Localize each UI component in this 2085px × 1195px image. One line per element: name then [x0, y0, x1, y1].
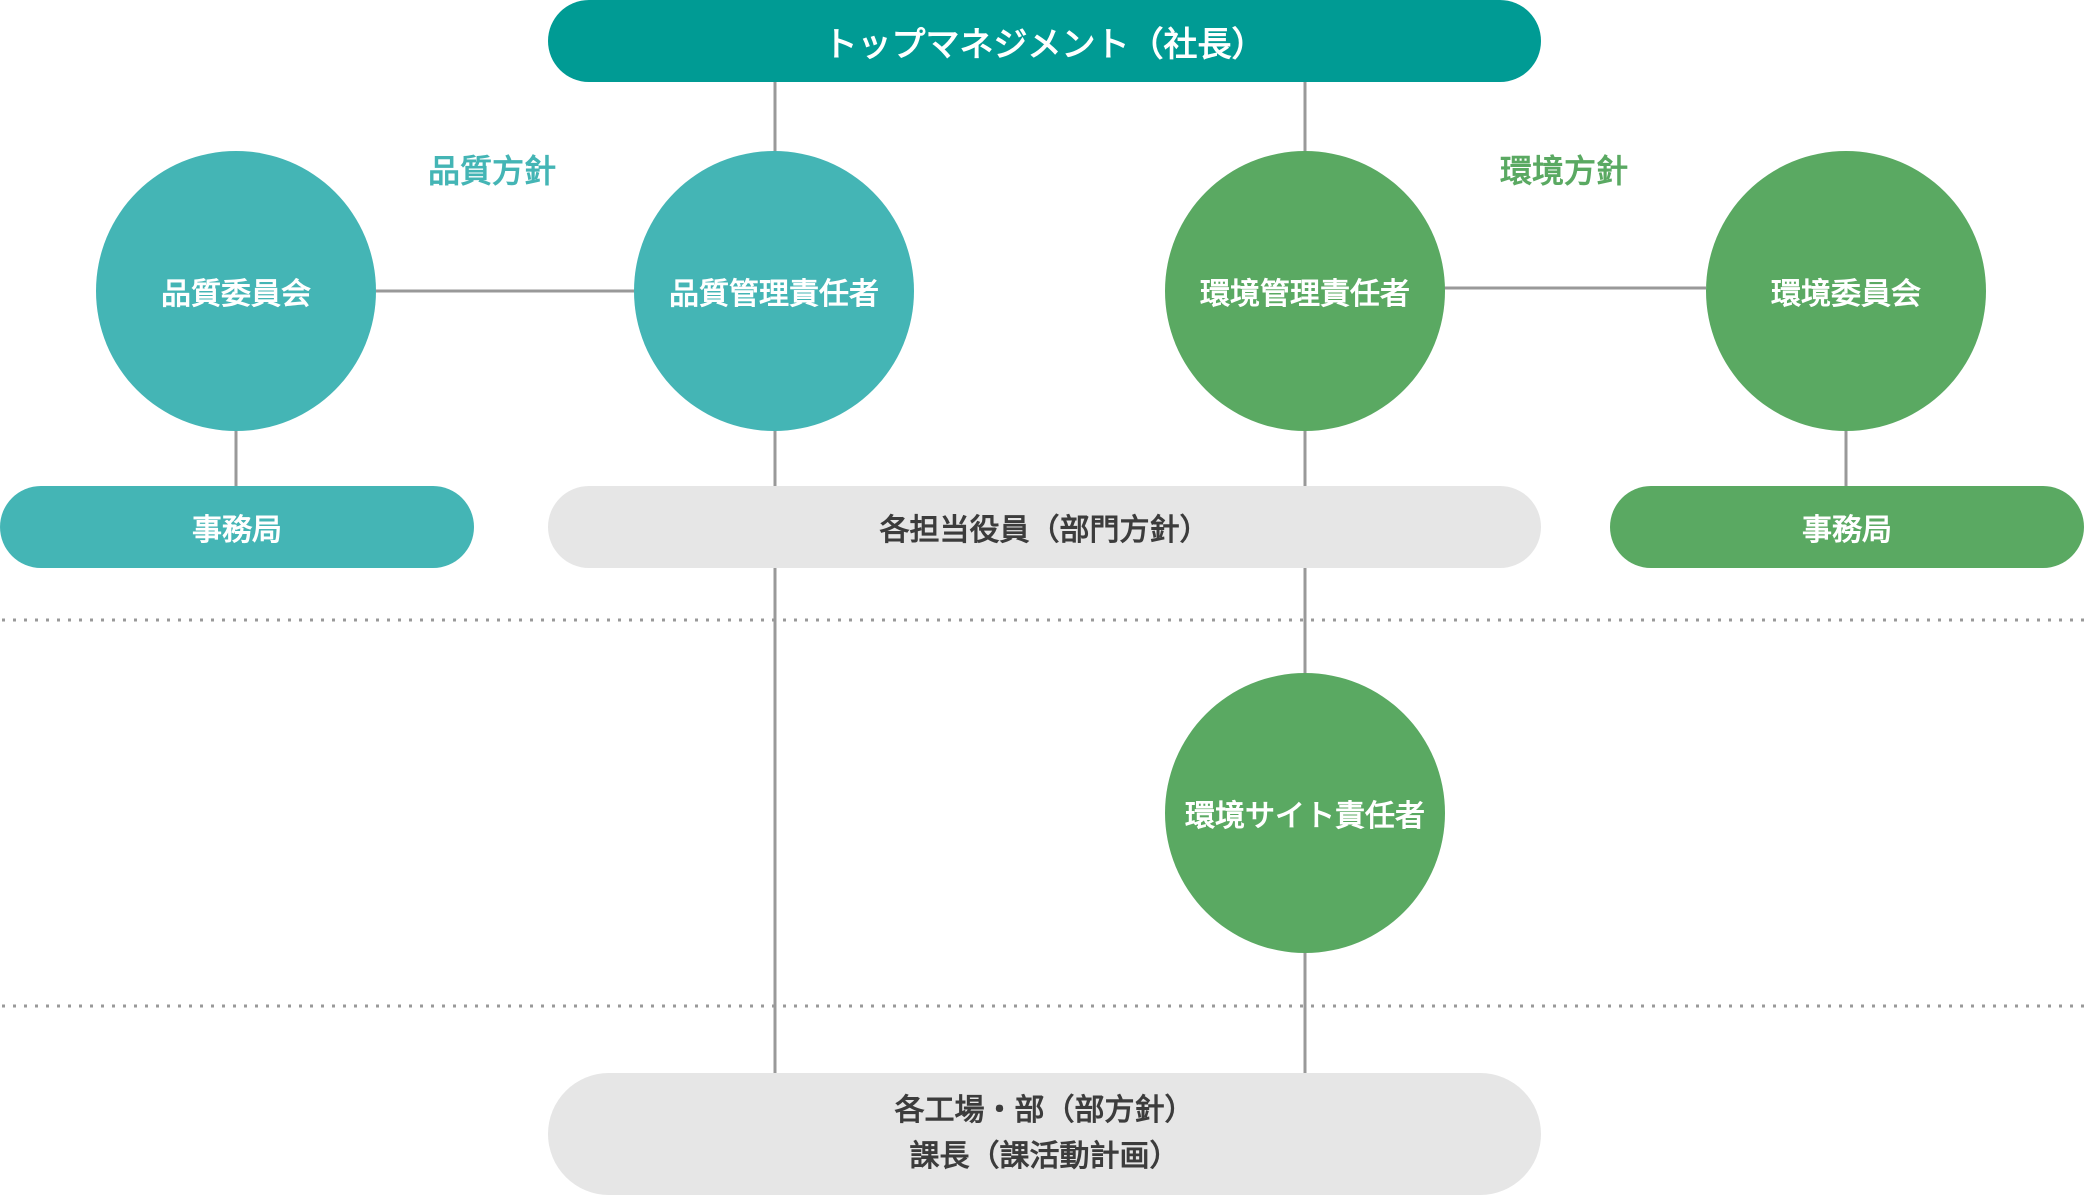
environment-committee-label: 環境委員会: [1771, 277, 1921, 312]
quality-office-node: 事務局: [0, 486, 474, 568]
quality-policy-label: 品質方針: [428, 152, 557, 190]
quality-manager-label: 品質管理責任者: [669, 277, 879, 312]
quality-committee-node: 品質委員会: [96, 151, 376, 431]
environment-office-node: 事務局: [1610, 486, 2084, 568]
quality-office-label: 事務局: [192, 513, 282, 548]
environment-manager-node: 環境管理責任者: [1165, 151, 1445, 431]
environment-policy-label: 環境方針: [1500, 152, 1629, 190]
environment-office-label: 事務局: [1802, 513, 1892, 548]
factories-node: 各工場・部（部方針） 課長（課活動計画）: [548, 1073, 1541, 1195]
environment-site-manager-node: 環境サイト責任者: [1165, 673, 1445, 953]
quality-manager-node: 品質管理責任者: [634, 151, 914, 431]
environment-manager-label: 環境管理責任者: [1200, 277, 1410, 312]
quality-committee-label: 品質委員会: [161, 277, 311, 312]
officers-node: 各担当役員（部門方針）: [548, 486, 1541, 568]
factories-label-line2: 課長（課活動計画）: [909, 1139, 1180, 1174]
top-management-label: トップマネジメント（社長）: [823, 24, 1266, 65]
environment-site-manager-label: 環境サイト責任者: [1185, 799, 1425, 834]
top-management-node: トップマネジメント（社長）: [548, 0, 1541, 82]
environment-committee-node: 環境委員会: [1706, 151, 1986, 431]
factories-label-line1: 各工場・部（部方針）: [894, 1093, 1195, 1128]
officers-label: 各担当役員（部門方針）: [879, 513, 1210, 548]
